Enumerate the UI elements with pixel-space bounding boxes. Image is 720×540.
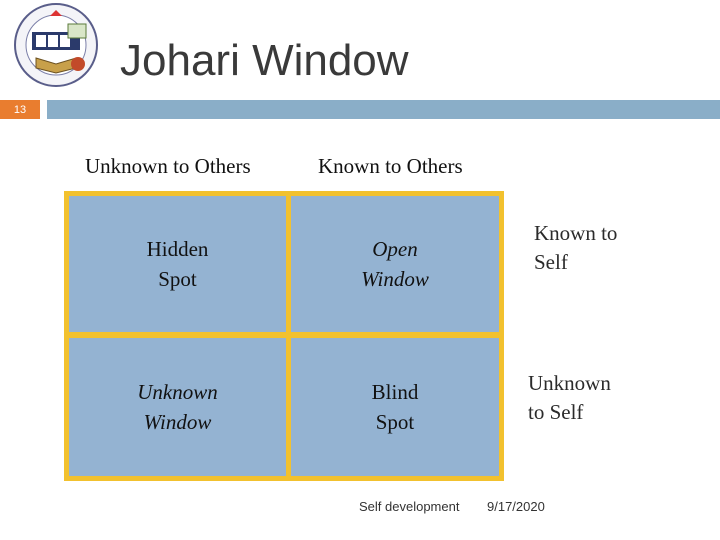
quadrant-line: Window	[361, 267, 429, 291]
quadrant-line: Spot	[375, 410, 415, 434]
header-bar	[47, 100, 720, 119]
column-header-unknown-to-others: Unknown to Others	[85, 154, 251, 178]
institute-emblem-logo	[14, 3, 98, 87]
row-label-line: to Self	[528, 400, 584, 424]
slide-number-badge: 13	[0, 100, 40, 119]
quadrant-line: Blind	[371, 380, 419, 404]
row-label-known-to-self: Known to Self	[534, 219, 617, 277]
footer-text: Self development	[359, 499, 460, 514]
row-label-unknown-to-self: Unknown to Self	[528, 369, 611, 427]
quadrant-line: Hidden	[146, 237, 209, 261]
slide-title: Johari Window	[120, 36, 409, 85]
column-header-known-to-others: Known to Others	[318, 154, 463, 178]
quadrant-line: Spot	[158, 267, 197, 291]
quadrant-unknown-window: Unknown Window	[69, 338, 286, 476]
johari-grid: Hidden Spot Open Window Unknown Window B…	[64, 191, 504, 481]
quadrant-hidden-spot: Hidden Spot	[69, 196, 286, 332]
quadrant-line: Window	[143, 410, 212, 434]
row-label-line: Unknown	[528, 371, 611, 395]
quadrant-line: Unknown	[137, 380, 218, 404]
row-label-line: Self	[534, 250, 568, 274]
footer-date: 9/17/2020	[487, 499, 545, 514]
slide-number: 13	[13, 103, 27, 116]
quadrant-line: Open	[372, 237, 418, 261]
quadrant-blind-spot: Blind Spot	[291, 338, 499, 476]
row-label-line: Known to	[534, 221, 618, 245]
quadrant-open-window: Open Window	[291, 196, 499, 332]
